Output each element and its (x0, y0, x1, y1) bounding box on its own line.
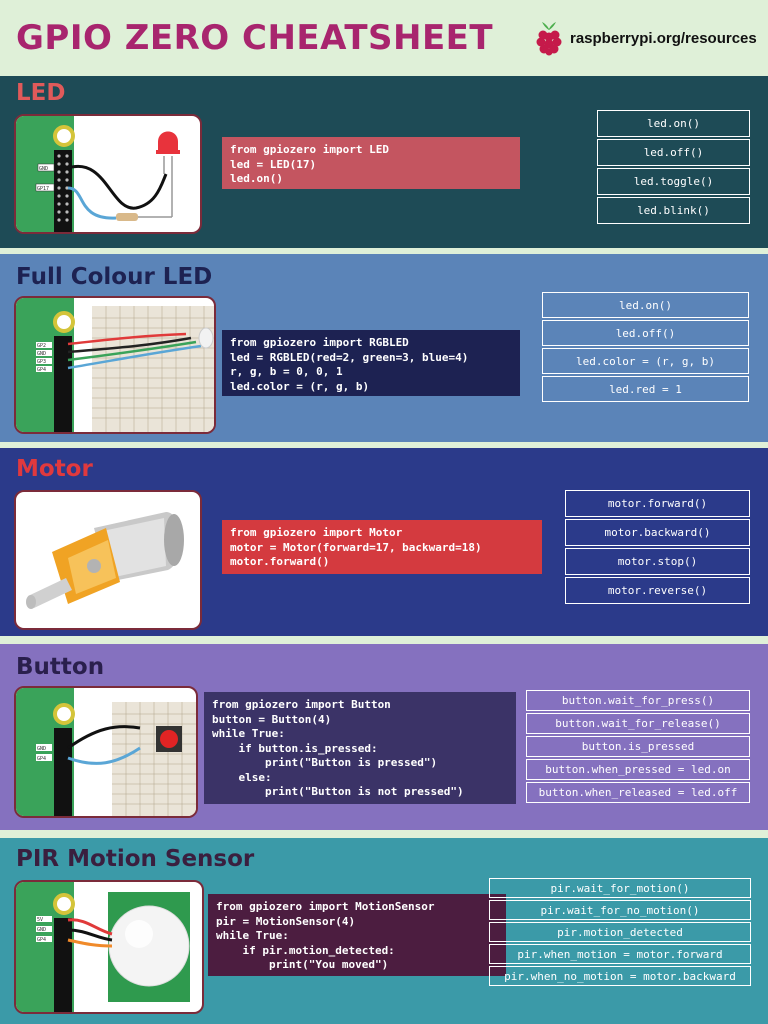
method-led-off: led.off() (542, 320, 749, 346)
pin-label-gp4: GP4 (37, 756, 46, 762)
method-pir-wait-for-no-motion: pir.wait_for_no_motion() (489, 900, 751, 920)
method-motor-forward: motor.forward() (565, 490, 750, 517)
method-motor-stop: motor.stop() (565, 548, 750, 575)
section-button: Button GND GP4 (0, 644, 768, 830)
pin-label-gnd: GND (37, 746, 46, 752)
method-pir-wait-for-motion: pir.wait_for_motion() (489, 878, 751, 898)
motor-code-snippet: from gpiozero import Motor motor = Motor… (222, 520, 542, 574)
site-url[interactable]: raspberrypi.org/resources (570, 29, 757, 47)
rgb-led-wiring-photo: GP2 GND GP3 GP4 (14, 296, 216, 434)
method-motor-backward: motor.backward() (565, 519, 750, 546)
raspberry-pi-logo-icon (536, 22, 562, 56)
page-header: GPIO ZERO CHEATSHEET raspberrypi.org/res… (0, 0, 768, 72)
method-motor-reverse: motor.reverse() (565, 577, 750, 604)
method-led-off: led.off() (597, 139, 750, 166)
pin-label-5v: 5V (37, 917, 43, 923)
method-button-is-pressed: button.is_pressed (526, 736, 750, 757)
section-pir-sensor: PIR Motion Sensor 5V GND GP4 from gpioze… (0, 838, 768, 1024)
method-button-wait-for-release: button.wait_for_release() (526, 713, 750, 734)
method-led-red: led.red = 1 (542, 376, 749, 402)
method-pir-when-motion: pir.when_motion = motor.forward (489, 944, 751, 964)
method-button-wait-for-press: button.wait_for_press() (526, 690, 750, 711)
site-link[interactable]: raspberrypi.org/resources (534, 20, 757, 56)
method-button-when-pressed: button.when_pressed = led.on (526, 759, 750, 780)
method-button-when-released: button.when_released = led.off (526, 782, 750, 803)
led-methods-list: led.on() led.off() led.toggle() led.blin… (597, 110, 750, 226)
method-pir-when-no-motion: pir.when_no_motion = motor.backward (489, 966, 751, 986)
motor-photo (14, 490, 202, 630)
pin-label-gp4: GP4 (37, 367, 46, 373)
motor-methods-list: motor.forward() motor.backward() motor.s… (565, 490, 750, 606)
pin-label-gp2: GP2 (37, 343, 46, 349)
pir-methods-list: pir.wait_for_motion() pir.wait_for_no_mo… (489, 878, 751, 988)
pin-label-gp3: GP3 (37, 359, 46, 365)
section-led: LED GND GP17 (0, 76, 768, 248)
button-wiring-photo: GND GP4 (14, 686, 198, 818)
pir-wiring-photo: 5V GND GP4 (14, 880, 204, 1014)
section-title: Button (16, 654, 105, 680)
button-code-snippet: from gpiozero import Button button = But… (204, 692, 516, 804)
section-motor: Motor from gpiozero import Motor motor =… (0, 448, 768, 636)
pir-code-snippet: from gpiozero import MotionSensor pir = … (208, 894, 506, 976)
led-code-snippet: from gpiozero import LED led = LED(17) l… (222, 137, 520, 189)
method-led-toggle: led.toggle() (597, 168, 750, 195)
pin-label-gnd: GND (37, 351, 46, 357)
method-led-on: led.on() (597, 110, 750, 137)
rgb-led-code-snippet: from gpiozero import RGBLED led = RGBLED… (222, 330, 520, 396)
section-rgb-led: Full Colour LED GP2 GND (0, 254, 768, 442)
method-led-on: led.on() (542, 292, 749, 318)
button-methods-list: button.wait_for_press() button.wait_for_… (526, 690, 750, 805)
method-led-blink: led.blink() (597, 197, 750, 224)
pin-label-gp17: GP17 (37, 186, 49, 192)
pin-label-gnd: GND (39, 166, 48, 172)
section-title: LED (16, 80, 66, 106)
section-title: Full Colour LED (16, 264, 213, 290)
rgb-led-methods-list: led.on() led.off() led.color = (r, g, b)… (542, 292, 749, 404)
pin-label-gnd: GND (37, 927, 46, 933)
section-title: PIR Motion Sensor (16, 846, 255, 872)
method-pir-motion-detected: pir.motion_detected (489, 922, 751, 942)
page-title: GPIO ZERO CHEATSHEET (16, 18, 494, 58)
led-wiring-photo: GND GP17 (14, 114, 202, 234)
pin-label-gp4: GP4 (37, 937, 46, 943)
section-title: Motor (16, 456, 93, 482)
method-led-color: led.color = (r, g, b) (542, 348, 749, 374)
